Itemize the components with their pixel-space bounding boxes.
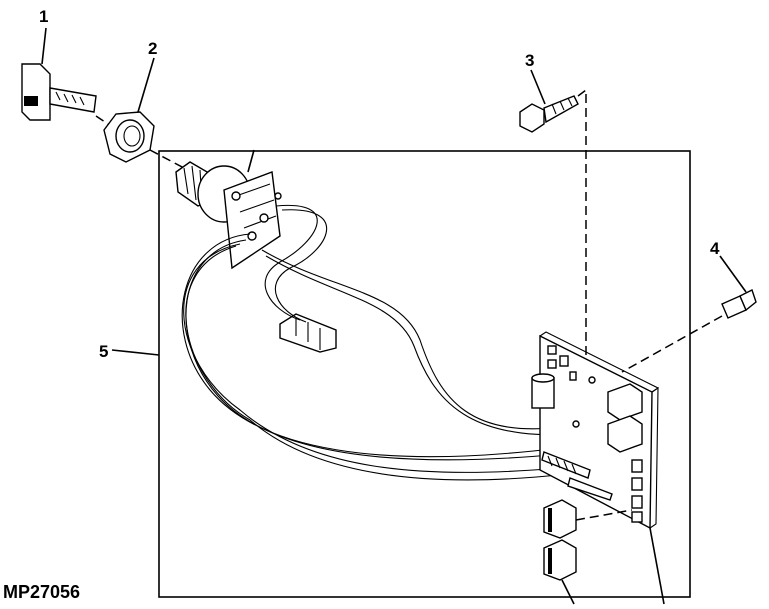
leader-1	[41, 27, 47, 65]
callout-4: 4	[710, 239, 720, 258]
leader-2	[137, 57, 155, 113]
key-switch	[175, 161, 282, 270]
wire-harness	[181, 204, 601, 481]
leader-4	[719, 255, 747, 293]
switch-edge-line	[247, 149, 255, 173]
control-board	[531, 331, 660, 530]
board-leader	[649, 527, 665, 605]
callout-2: 2	[148, 39, 157, 58]
assembly-frame	[158, 150, 691, 598]
key-axis-line	[95, 115, 185, 169]
terminal-connector-lower	[543, 539, 577, 581]
leader-3	[530, 69, 546, 105]
connector-axis-line	[575, 509, 633, 521]
callout-1: 1	[39, 7, 48, 26]
standoff-part	[721, 289, 757, 319]
standoff-axis-line	[621, 315, 723, 373]
nut-part	[103, 111, 155, 163]
bolt-axis-line	[577, 88, 587, 380]
callout-3: 3	[525, 51, 534, 70]
bolt-part	[519, 95, 579, 133]
terminal-connector-upper	[543, 499, 577, 539]
leader-5	[111, 349, 160, 356]
figure-code: MP27056	[3, 582, 80, 602]
connector-leader	[561, 579, 575, 605]
key-part	[21, 63, 97, 121]
callout-5: 5	[99, 342, 108, 361]
switch-connector	[279, 313, 337, 353]
